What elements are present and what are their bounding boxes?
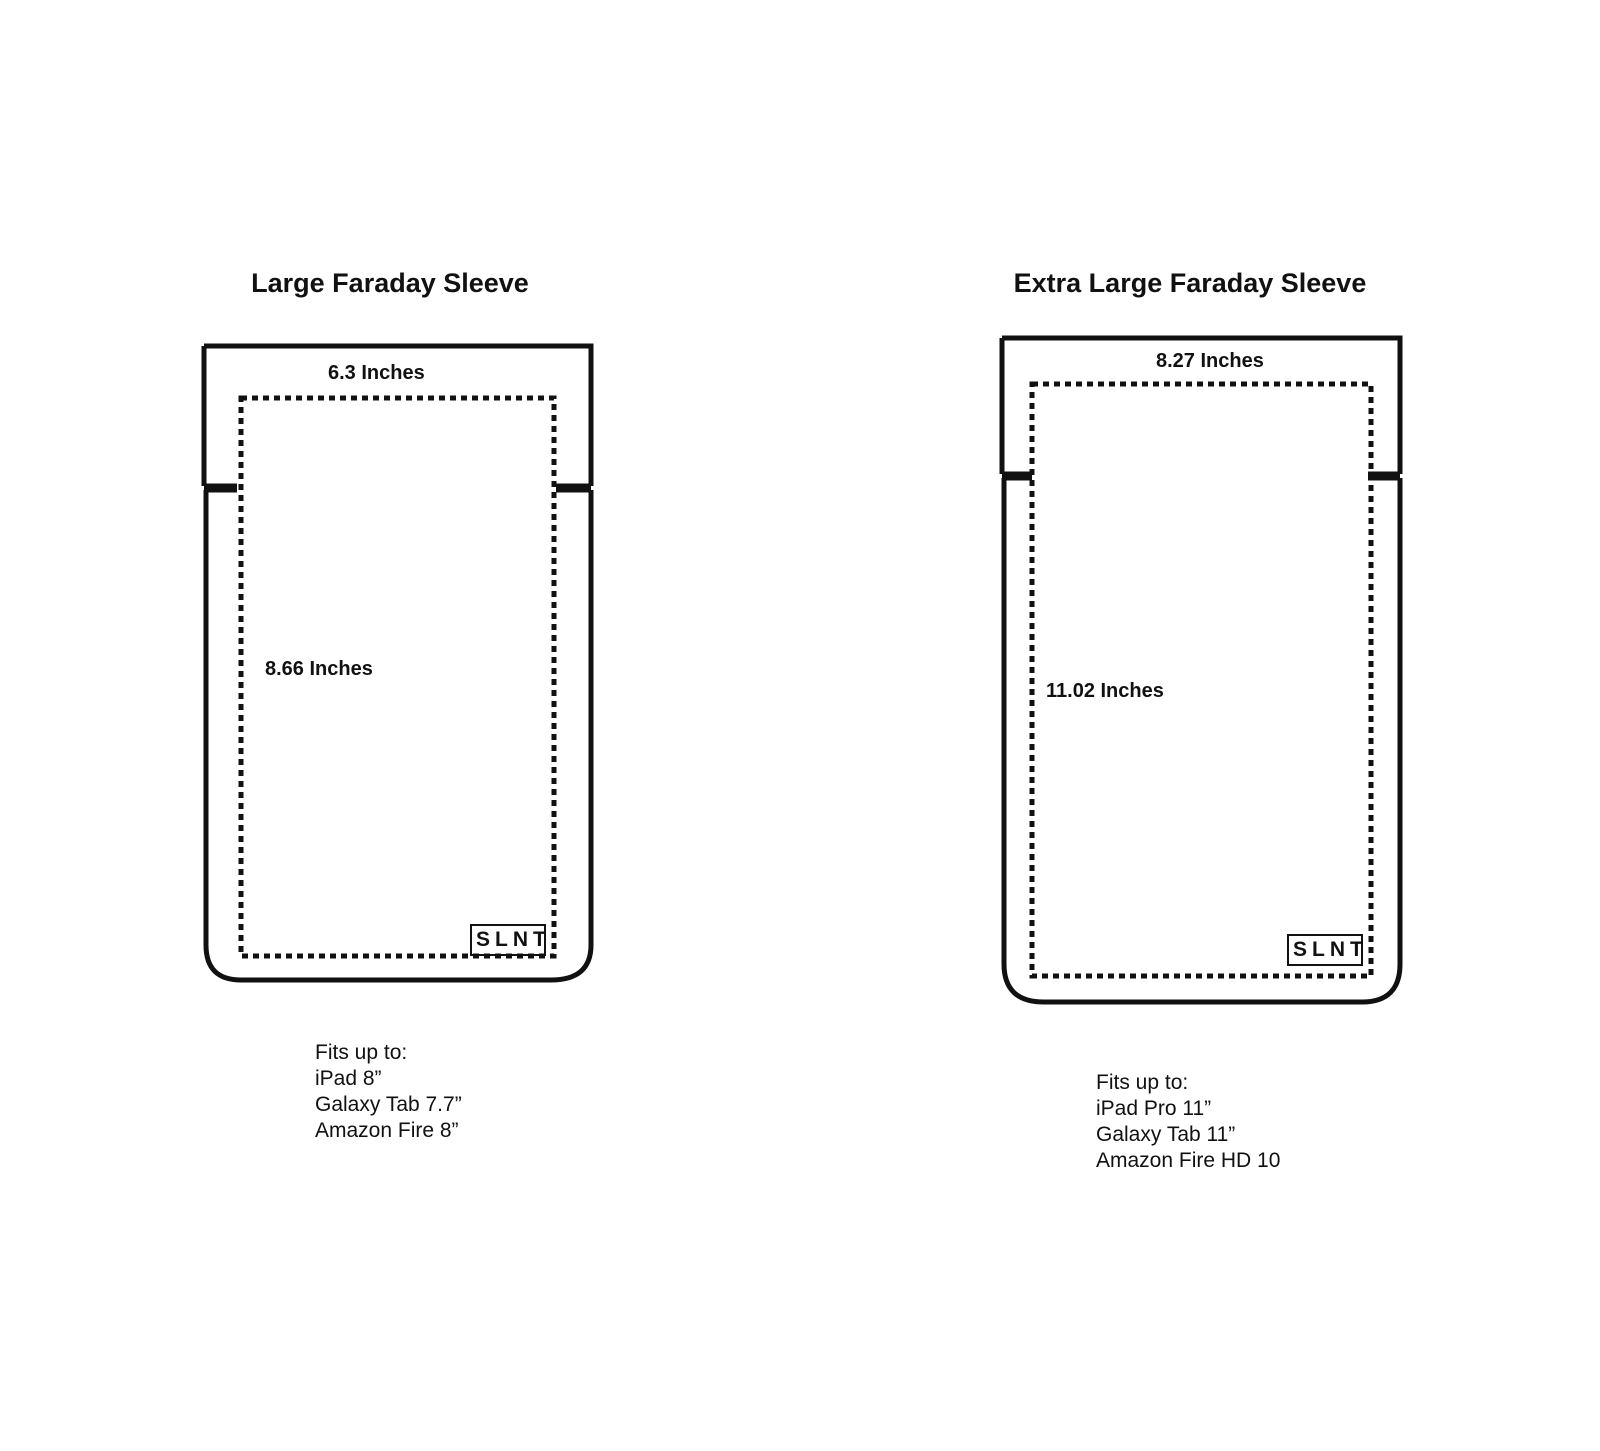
fits-list: Fits up to: iPad 8” Galaxy Tab 7.7” Amaz… <box>315 1040 462 1144</box>
sleeve-flap <box>999 335 1403 474</box>
width-label: 8.27 Inches <box>1156 350 1264 372</box>
fits-list: Fits up to: iPad Pro 11” Galaxy Tab 11” … <box>1096 1070 1280 1174</box>
fits-device: Galaxy Tab 7.7” <box>315 1093 462 1116</box>
dimension-outline <box>238 395 557 959</box>
fits-heading: Fits up to: <box>1096 1071 1189 1094</box>
height-label: 8.66 Inches <box>265 658 373 680</box>
sleeve-flap <box>201 343 594 486</box>
fits-heading: Fits up to: <box>315 1041 408 1064</box>
slnt-logo: SLNT <box>470 924 546 956</box>
fits-device: iPad 8” <box>315 1067 382 1090</box>
sleeve-body <box>1001 478 1403 1005</box>
slnt-logo: SLNT <box>1287 934 1363 966</box>
dimension-outline <box>1029 381 1374 979</box>
fits-device: Galaxy Tab 11” <box>1096 1123 1236 1146</box>
sleeve-body <box>203 490 594 983</box>
sleeve-outline <box>999 335 1403 1005</box>
fits-device: Amazon Fire 8” <box>315 1119 459 1142</box>
sleeve-title: Large Faraday Sleeve <box>251 268 529 298</box>
sleeve-title: Extra Large Faraday Sleeve <box>1013 268 1367 298</box>
fits-device: iPad Pro 11” <box>1096 1097 1212 1120</box>
sleeve-panel-large: Large Faraday Sleeve 6.3 Inches 8.66 Inc… <box>201 268 594 1144</box>
sleeve-outline <box>201 343 594 983</box>
width-label: 6.3 Inches <box>328 362 425 384</box>
height-label: 11.02 Inches <box>1046 680 1164 702</box>
sleeve-panel-extra-large: Extra Large Faraday Sleeve 8.27 Inches 1… <box>800 0 1600 1451</box>
fits-device: Amazon Fire HD 10 <box>1096 1149 1281 1172</box>
